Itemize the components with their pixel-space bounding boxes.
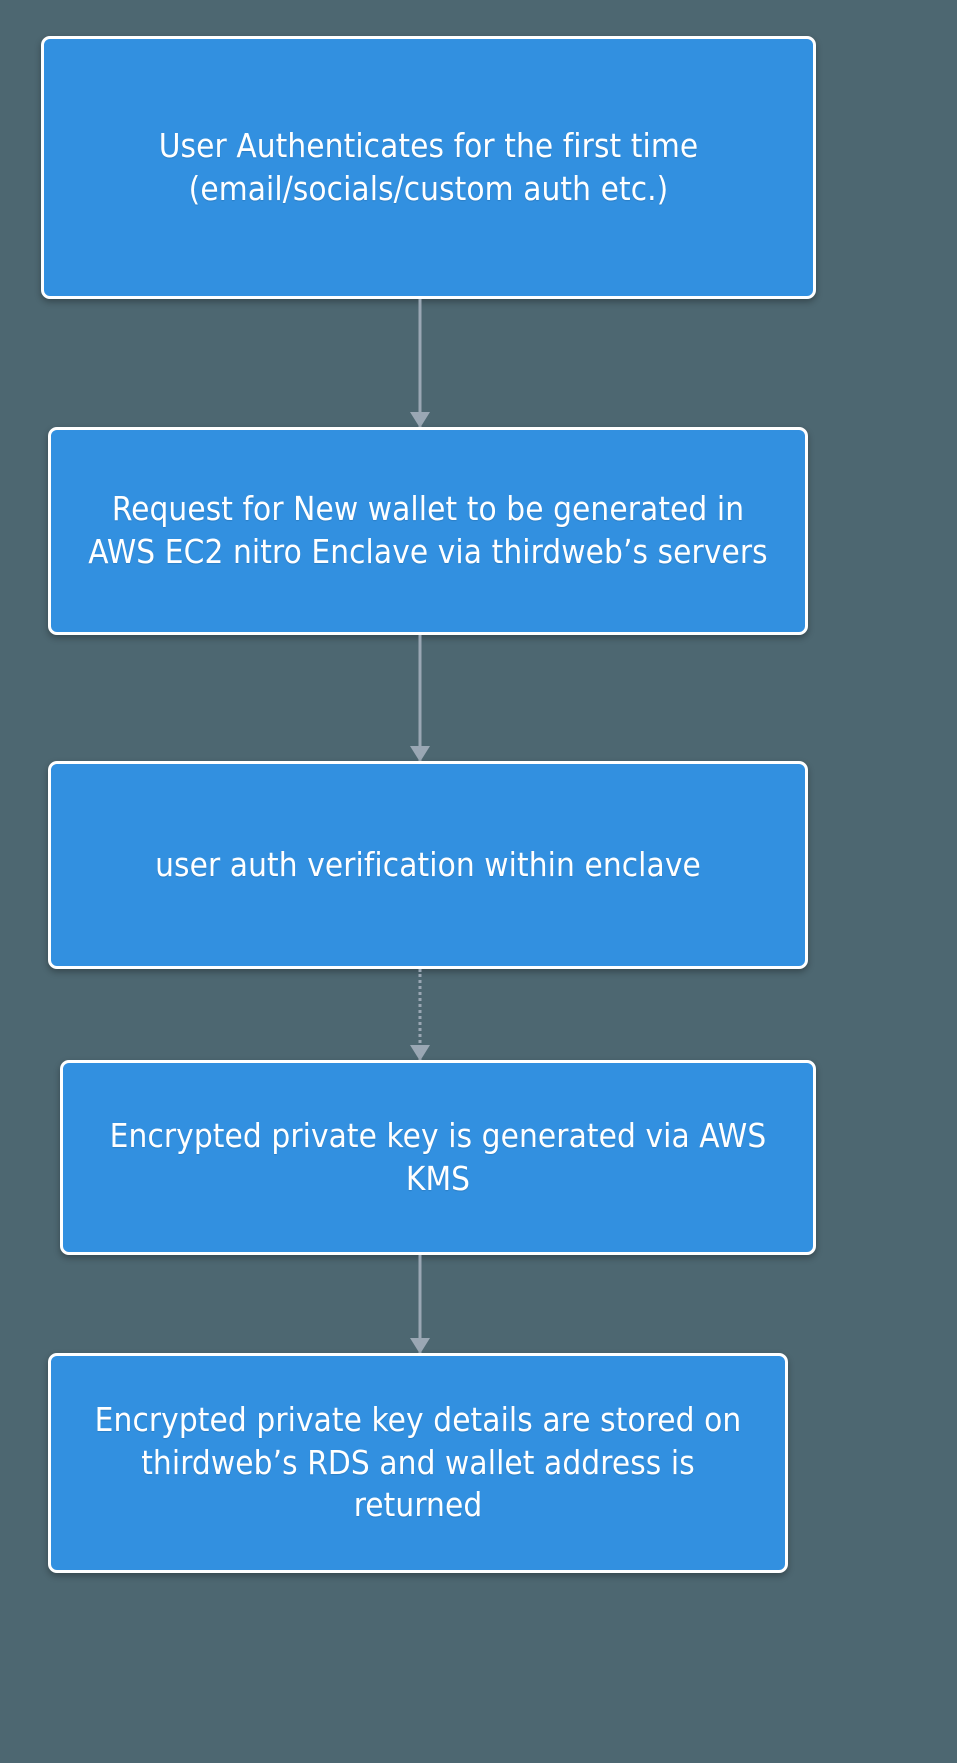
- arrowhead-icon: [410, 1338, 430, 1354]
- flow-node-user-authenticates[interactable]: User Authenticates for the first time (e…: [41, 36, 816, 299]
- flow-node-label: Encrypted private key is generated via A…: [109, 1115, 767, 1198]
- flow-node-encrypted-key-generated[interactable]: Encrypted private key is generated via A…: [60, 1060, 816, 1255]
- flow-node-key-stored-rds[interactable]: Encrypted private key details are stored…: [48, 1353, 788, 1573]
- edge-line: [418, 969, 422, 1060]
- flow-node-label: Encrypted private key details are stored…: [94, 1399, 742, 1525]
- flow-node-request-new-wallet[interactable]: Request for New wallet to be generated i…: [48, 427, 808, 635]
- flow-node-label: Request for New wallet to be generated i…: [88, 489, 768, 571]
- arrowhead-icon: [410, 746, 430, 762]
- edge-line: [418, 299, 422, 427]
- flow-node-label: user auth verification within enclave: [155, 844, 701, 884]
- edge-line: [418, 1255, 422, 1353]
- flow-edge-2: [408, 635, 432, 762]
- flow-edge-3: [408, 969, 432, 1061]
- flow-edge-1: [408, 299, 432, 428]
- flow-node-label: User Authenticates for the first time (e…: [158, 125, 699, 208]
- arrowhead-icon: [410, 412, 430, 428]
- flow-edge-4: [408, 1255, 432, 1354]
- edge-line: [418, 635, 422, 761]
- flow-node-user-auth-verification[interactable]: user auth verification within enclave: [48, 761, 808, 969]
- arrowhead-icon: [410, 1045, 430, 1061]
